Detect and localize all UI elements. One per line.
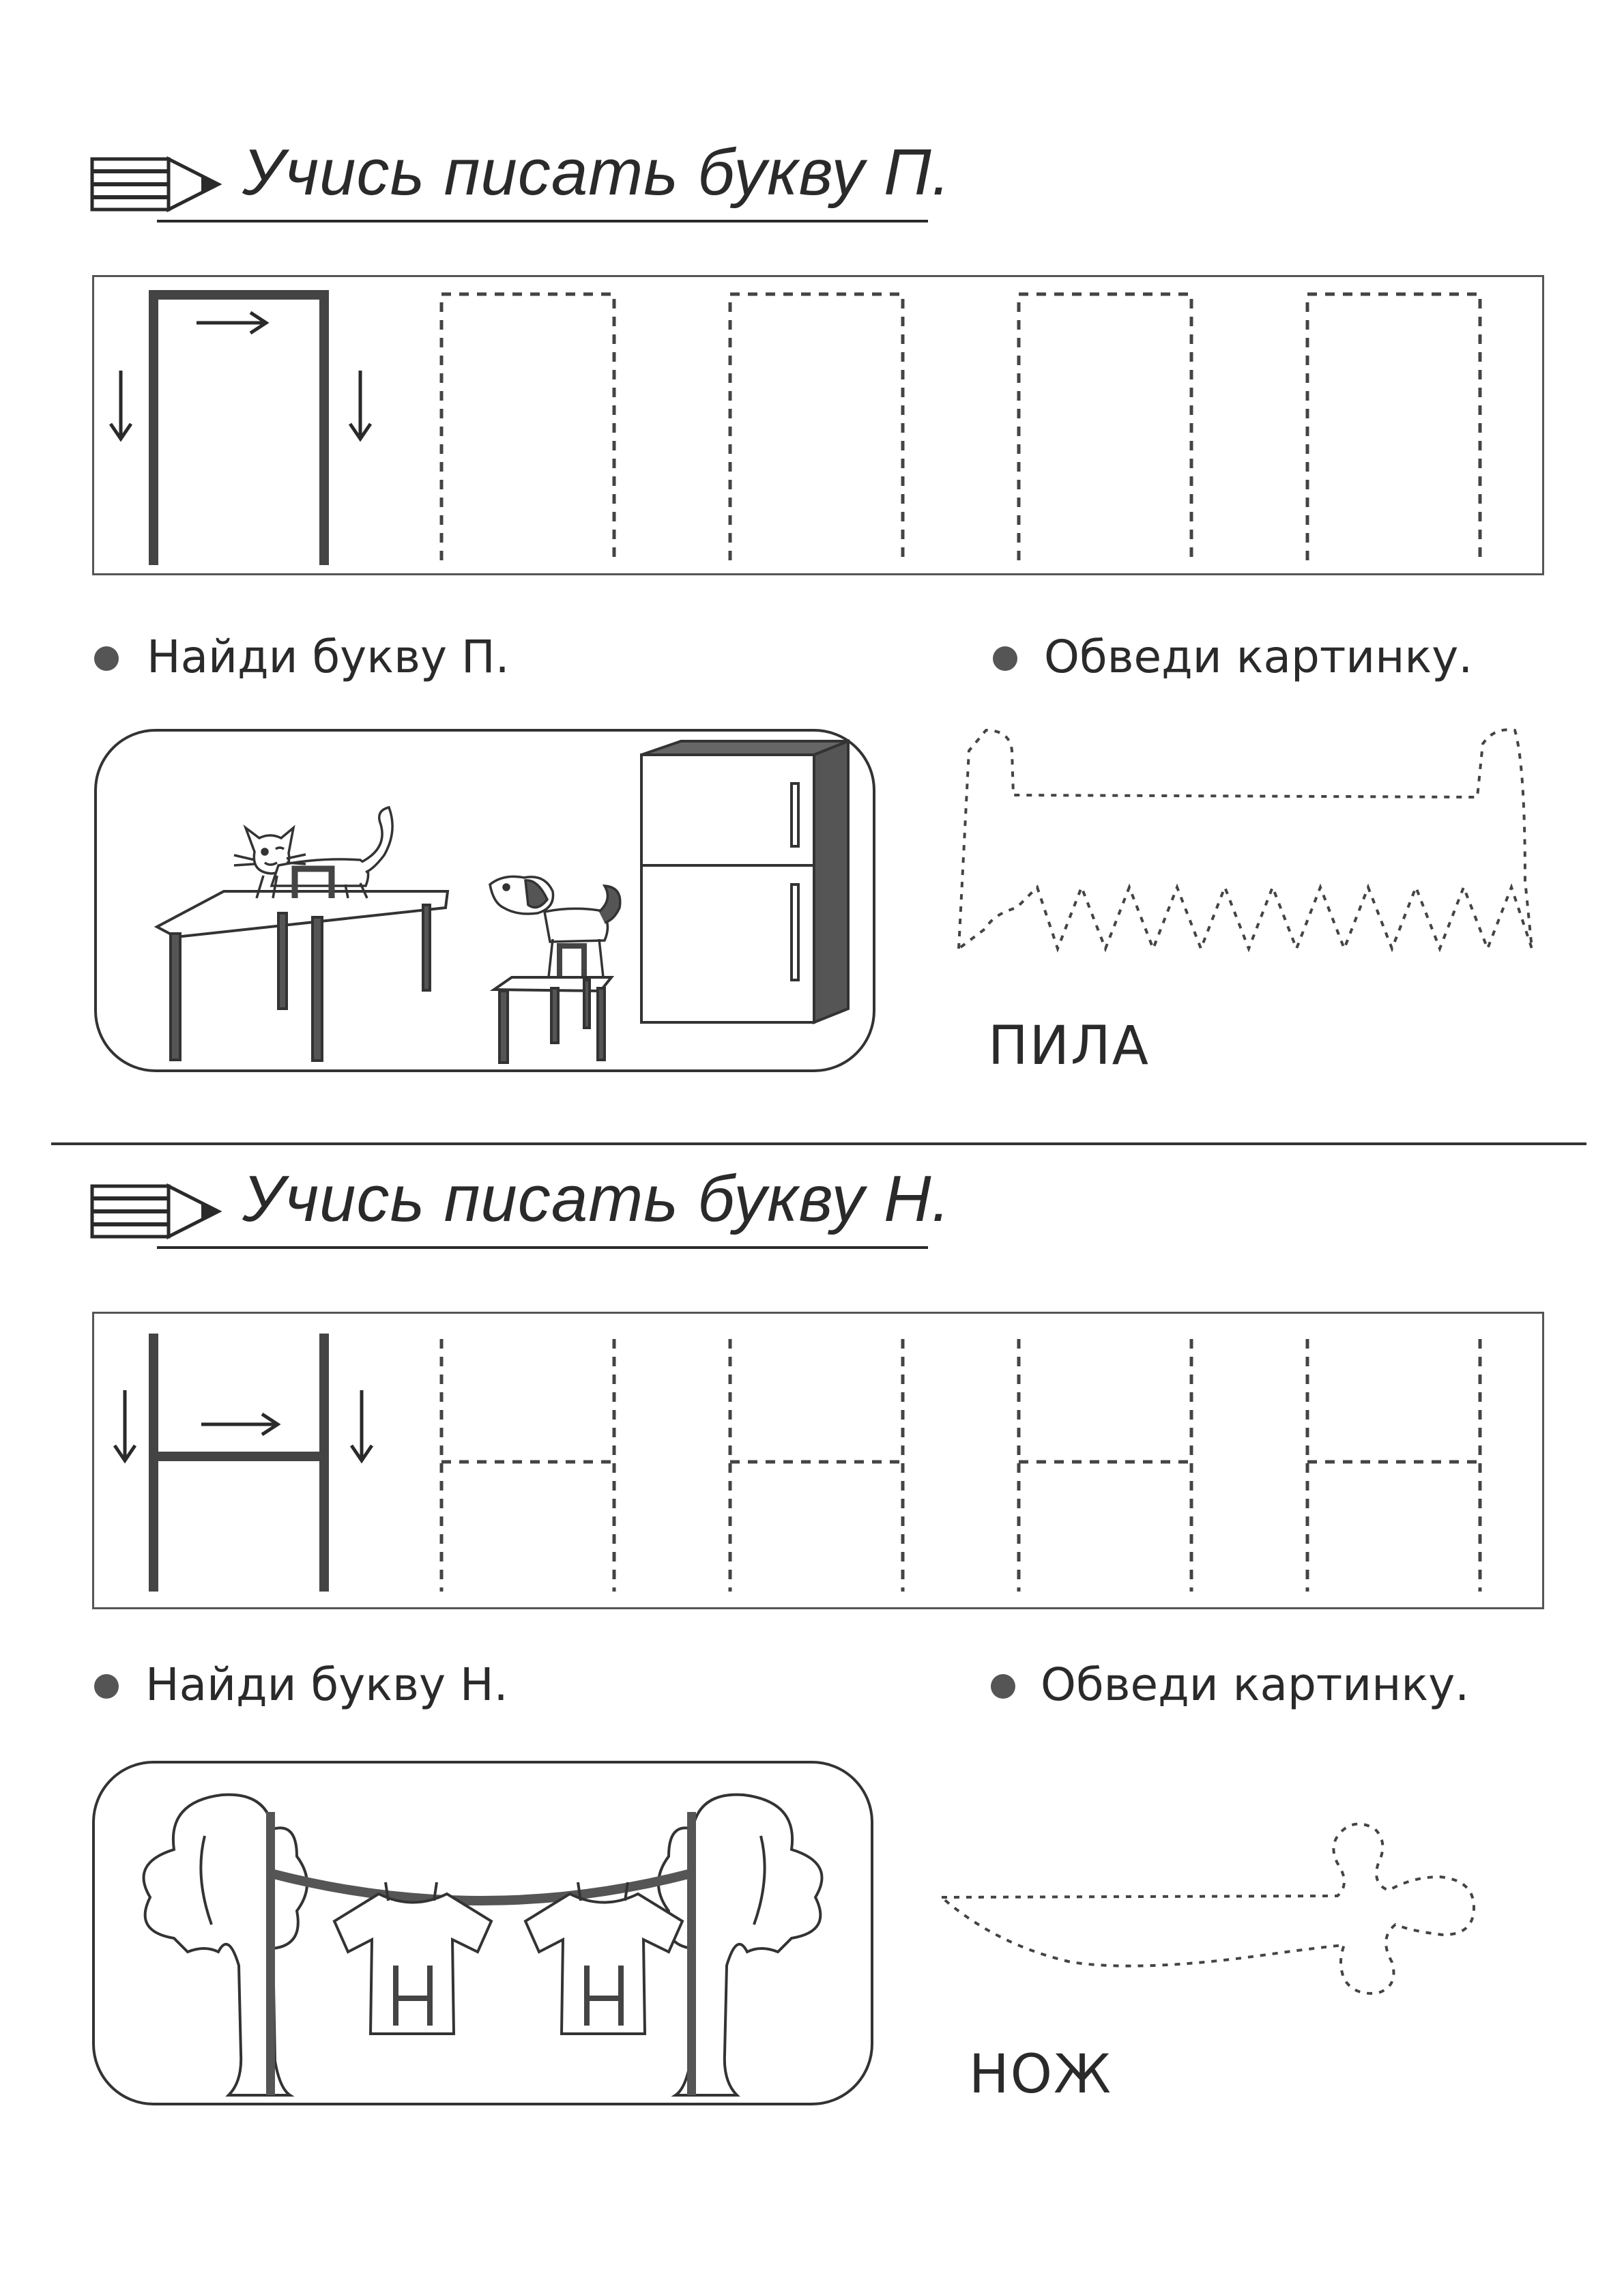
bullet-dot-icon — [993, 646, 1017, 671]
shirt-drawing — [332, 1882, 684, 2035]
knife-outline — [938, 1822, 1476, 1995]
model-letter-n — [149, 1334, 329, 1592]
arrow-icon — [108, 311, 373, 442]
fridge-drawing — [640, 739, 850, 1024]
model-letter-p — [149, 290, 329, 565]
letter-tracing-guides — [108, 290, 1482, 565]
letter-tracing-strip — [92, 1312, 1544, 1609]
hidden-letter-p — [291, 865, 335, 898]
bullet-dot-icon — [991, 1674, 1015, 1699]
letter-tracing-guides — [113, 1334, 1482, 1592]
cat-drawing — [233, 805, 394, 899]
stool-drawing — [489, 976, 615, 1064]
heading-underline — [157, 220, 928, 222]
scene-illustration — [154, 739, 850, 1064]
scene-illustration — [142, 1793, 824, 2097]
section-heading: Учись писать букву Н. — [242, 1162, 951, 1235]
pencil-icon — [90, 1183, 222, 1240]
practice-letters-n — [439, 1339, 1482, 1592]
dog-drawing — [489, 875, 622, 978]
trace-picture-word: ПИЛА — [988, 1016, 1150, 1077]
washing-line — [270, 1869, 693, 1905]
find-letter-label: Найди букву П. — [147, 631, 510, 683]
trace-picture-label: Обведи картинку. — [1044, 631, 1473, 683]
heading-underline — [157, 1246, 928, 1249]
practice-letters-p — [439, 292, 1482, 560]
bullet-dot-icon — [94, 646, 119, 671]
tree-drawing — [142, 1793, 308, 2097]
hidden-letter-n — [393, 1966, 433, 2026]
tree-trunk-pole — [687, 1812, 696, 2095]
table-drawing — [154, 890, 450, 1062]
knife-trace-drawing — [938, 1822, 1476, 1995]
find-letter-label: Найди букву Н. — [145, 1658, 508, 1711]
trace-picture-label: Обведи картинку. — [1041, 1658, 1470, 1711]
letter-tracing-strip — [92, 275, 1544, 575]
section-heading: Учись писать букву П. — [242, 136, 951, 209]
tree-trunk-pole — [266, 1812, 275, 2095]
section-divider — [51, 1142, 1586, 1145]
hidden-letter-p — [557, 943, 587, 976]
hidden-letter-n — [584, 1966, 624, 2026]
pencil-icon — [90, 156, 222, 213]
tree-drawing — [657, 1793, 824, 2097]
bullet-dot-icon — [94, 1674, 119, 1699]
saw-outline — [957, 728, 1533, 953]
arrow-icon — [113, 1390, 374, 1464]
trace-picture-word: НОЖ — [969, 2044, 1113, 2105]
saw-trace-drawing — [957, 728, 1533, 953]
